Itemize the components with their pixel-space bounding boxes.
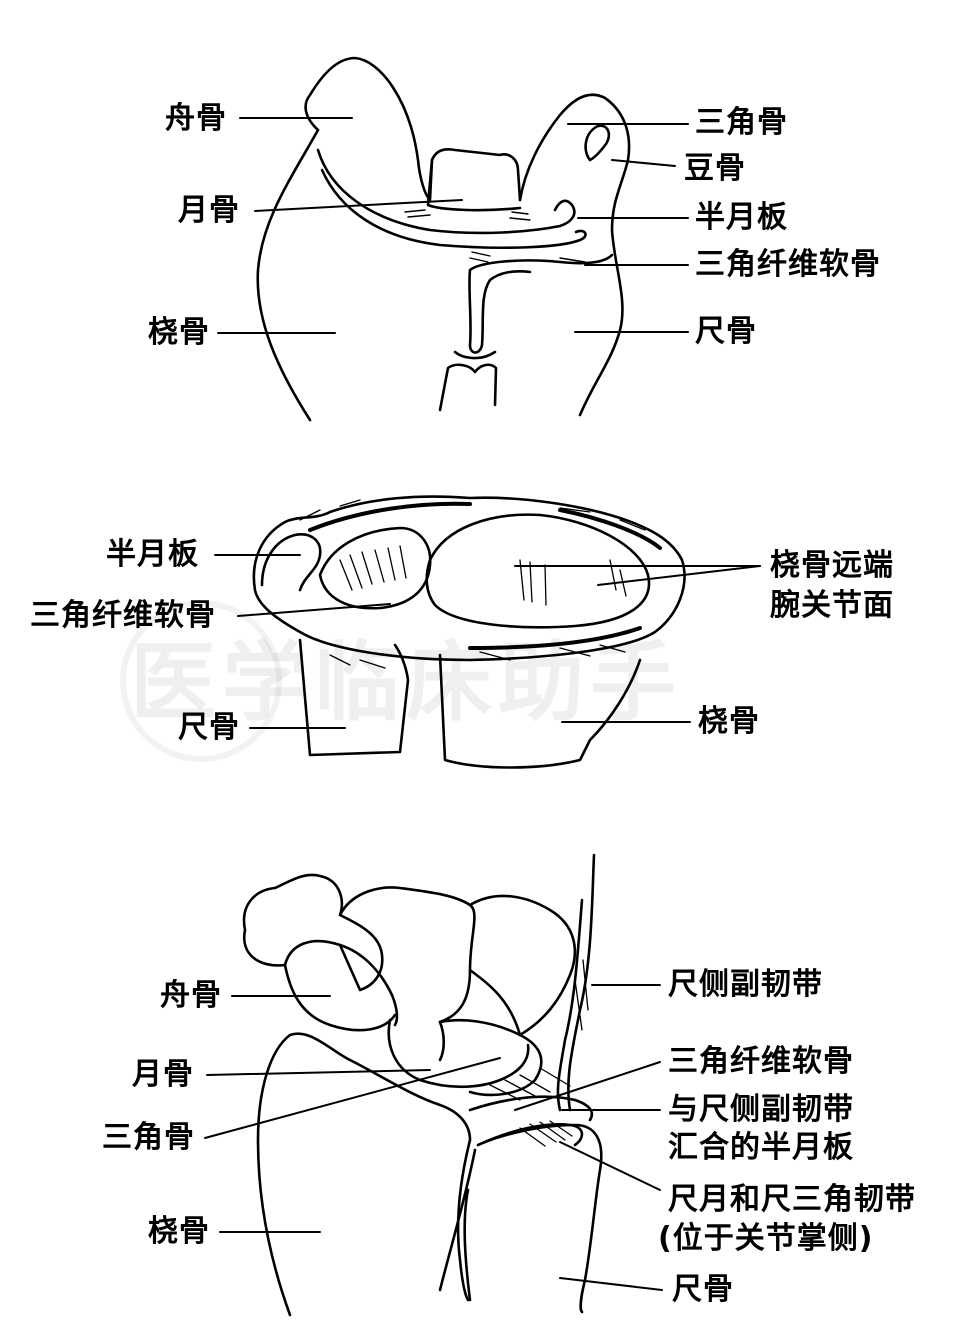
top-druj-line bbox=[468, 268, 532, 354]
label-top-meniscus: 半月板 bbox=[695, 200, 788, 235]
bottom-ulnar-collateral-band bbox=[567, 853, 596, 1112]
bottom-radius-ulnar-edge bbox=[456, 1138, 472, 1302]
leader-bot-triquetrum bbox=[204, 1057, 501, 1139]
leader-lines bbox=[204, 117, 761, 1291]
label-bot-radius: 桡骨 bbox=[148, 1214, 210, 1249]
top-hatch bbox=[404, 209, 586, 263]
top-lunate-shape bbox=[426, 158, 522, 212]
top-druj-cartilage bbox=[453, 350, 497, 360]
middle-articular-rim bbox=[252, 495, 686, 662]
label-bot-meniscus-line2: 汇合的半月板 bbox=[668, 1130, 854, 1165]
label-bot-ulnolunate-line1: 尺月和尺三角韧带 bbox=[668, 1182, 916, 1217]
watermark-logo bbox=[120, 600, 282, 762]
bottom-panel-drawing bbox=[242, 853, 603, 1317]
label-mid-surface-line1: 桡骨远端 bbox=[770, 548, 894, 583]
bottom-trapezium bbox=[242, 873, 384, 992]
middle-texture bbox=[299, 499, 646, 669]
top-tfc-line bbox=[320, 168, 587, 250]
label-top-lunate: 月骨 bbox=[178, 193, 240, 228]
leader-top-lunate bbox=[254, 199, 463, 212]
middle-radius-shaft bbox=[438, 653, 642, 769]
top-panel-drawing bbox=[256, 56, 631, 422]
leader-mid-surface-b bbox=[597, 565, 761, 586]
bottom-scaphoid-inner bbox=[283, 939, 399, 1027]
top-scaphoid-outline bbox=[304, 56, 522, 202]
leader-top-pisiform bbox=[611, 159, 676, 167]
bottom-ulnolunate bbox=[476, 1123, 584, 1147]
leader-bot-lunate bbox=[206, 1069, 431, 1076]
label-mid-radius: 桡骨 bbox=[698, 704, 760, 739]
middle-tfc bbox=[318, 526, 432, 610]
label-mid-surface-line2: 腕关节面 bbox=[770, 588, 894, 623]
label-bot-ucl: 尺侧副韧带 bbox=[668, 967, 823, 1002]
middle-ulna-shaft bbox=[298, 638, 410, 757]
leader-bot-tfc bbox=[514, 1061, 661, 1111]
label-bot-meniscus-line1: 与尺侧副韧带 bbox=[668, 1092, 854, 1127]
bottom-radius-outline bbox=[256, 1032, 472, 1317]
bottom-ulna-outline bbox=[476, 1123, 603, 1314]
label-top-ulna: 尺骨 bbox=[695, 314, 757, 349]
label-top-pisiform: 豆骨 bbox=[684, 151, 746, 186]
label-top-tfc: 三角纤维软骨 bbox=[695, 247, 881, 282]
bottom-hatch bbox=[489, 959, 589, 1147]
bottom-hamate bbox=[468, 894, 577, 1037]
label-mid-tfc: 三角纤维软骨 bbox=[30, 598, 216, 633]
middle-rim-dark bbox=[308, 501, 662, 650]
label-bot-ulna: 尺骨 bbox=[672, 1272, 734, 1307]
top-radius-outline bbox=[256, 128, 320, 422]
top-ulna-head bbox=[438, 363, 498, 412]
label-bot-ulnolunate-line2: (位于关节掌侧) bbox=[658, 1221, 874, 1256]
bottom-tfc bbox=[468, 1095, 594, 1122]
middle-scaphoid-fossa bbox=[425, 513, 651, 629]
label-mid-meniscus: 半月板 bbox=[106, 537, 199, 572]
bottom-triquetrum bbox=[438, 1018, 543, 1097]
bottom-carpal-divider bbox=[438, 968, 522, 1062]
top-tfc-lower bbox=[468, 253, 614, 272]
label-bot-triquetrum: 三角骨 bbox=[102, 1120, 195, 1155]
label-top-scaphoid: 舟骨 bbox=[165, 101, 227, 136]
top-meniscus-line bbox=[316, 148, 576, 235]
top-triquetrum-outline bbox=[518, 93, 631, 417]
label-bot-scaphoid: 舟骨 bbox=[160, 978, 222, 1013]
label-bot-tfc: 三角纤维软骨 bbox=[668, 1044, 854, 1079]
bottom-scaphoid bbox=[242, 928, 397, 1032]
leader-bot-ulnolunate bbox=[559, 1141, 661, 1191]
middle-meniscus bbox=[260, 533, 322, 592]
top-pisiform-outline bbox=[584, 124, 611, 162]
leader-mid-tfc bbox=[237, 603, 391, 617]
bottom-lunate bbox=[387, 1018, 530, 1089]
label-bot-lunate: 月骨 bbox=[132, 1057, 194, 1092]
label-top-radius: 桡骨 bbox=[148, 315, 210, 350]
leader-bot-ulna bbox=[559, 1277, 663, 1291]
bottom-ulnar-collateral-band-inner bbox=[556, 898, 584, 1112]
label-mid-ulna: 尺骨 bbox=[178, 710, 240, 745]
label-top-triquetrum: 三角骨 bbox=[695, 105, 788, 140]
middle-panel-drawing bbox=[252, 495, 686, 769]
bottom-ulna-cross bbox=[438, 1148, 477, 1302]
